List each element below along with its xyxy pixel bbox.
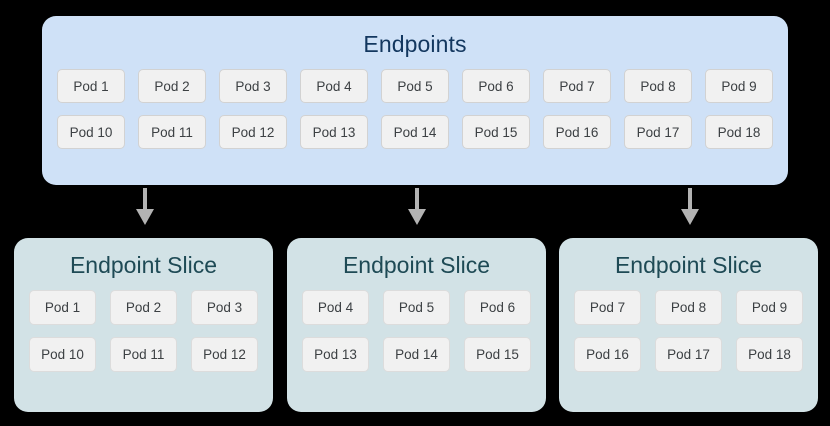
pod-chip[interactable]: Pod 1 <box>29 290 96 325</box>
endpoint-slice-title: Endpoint Slice <box>69 252 218 278</box>
pod-chip[interactable]: Pod 6 <box>462 69 530 103</box>
pod-chip[interactable]: Pod 11 <box>138 115 206 149</box>
pod-chip[interactable]: Pod 10 <box>29 337 96 372</box>
pod-chip[interactable]: Pod 3 <box>191 290 258 325</box>
pod-chip[interactable]: Pod 4 <box>302 290 369 325</box>
endpoints-pod-row: Pod 1 Pod 2 Pod 3 Pod 4 Pod 5 Pod 6 Pod … <box>42 69 788 103</box>
pod-chip[interactable]: Pod 8 <box>655 290 722 325</box>
pod-chip[interactable]: Pod 13 <box>302 337 369 372</box>
pod-chip[interactable]: Pod 10 <box>57 115 125 149</box>
endpoints-pod-row: Pod 10 Pod 11 Pod 12 Pod 13 Pod 14 Pod 1… <box>42 115 788 149</box>
endpoint-slice-title: Endpoint Slice <box>614 252 763 278</box>
pod-chip[interactable]: Pod 14 <box>383 337 450 372</box>
pod-chip[interactable]: Pod 15 <box>462 115 530 149</box>
endpoint-slice-pod-row: Pod 1 Pod 2 Pod 3 <box>14 290 273 325</box>
pod-chip[interactable]: Pod 16 <box>543 115 611 149</box>
endpoint-slice-pod-grid: Pod 1 Pod 2 Pod 3 Pod 10 Pod 11 Pod 12 <box>14 290 273 372</box>
endpoint-slice-pod-row: Pod 4 Pod 5 Pod 6 <box>287 290 546 325</box>
pod-chip[interactable]: Pod 12 <box>219 115 287 149</box>
endpoints-panel: Endpoints Pod 1 Pod 2 Pod 3 Pod 4 Pod 5 … <box>42 16 788 185</box>
endpoint-slice-pod-row: Pod 7 Pod 8 Pod 9 <box>559 290 818 325</box>
endpoint-slice-panel-2: Endpoint Slice Pod 4 Pod 5 Pod 6 Pod 13 … <box>287 238 546 412</box>
endpoints-pod-grid: Pod 1 Pod 2 Pod 3 Pod 4 Pod 5 Pod 6 Pod … <box>42 69 788 149</box>
endpoint-slice-title: Endpoint Slice <box>342 252 491 278</box>
pod-chip[interactable]: Pod 18 <box>705 115 773 149</box>
endpoint-slice-panel-3: Endpoint Slice Pod 7 Pod 8 Pod 9 Pod 16 … <box>559 238 818 412</box>
pod-chip[interactable]: Pod 12 <box>191 337 258 372</box>
pod-chip[interactable]: Pod 15 <box>464 337 531 372</box>
pod-chip[interactable]: Pod 8 <box>624 69 692 103</box>
pod-chip[interactable]: Pod 7 <box>543 69 611 103</box>
pod-chip[interactable]: Pod 9 <box>736 290 803 325</box>
pod-chip[interactable]: Pod 7 <box>574 290 641 325</box>
pod-chip[interactable]: Pod 4 <box>300 69 368 103</box>
endpoint-slice-pod-row: Pod 13 Pod 14 Pod 15 <box>287 337 546 372</box>
pod-chip[interactable]: Pod 17 <box>624 115 692 149</box>
pod-chip[interactable]: Pod 2 <box>110 290 177 325</box>
pod-chip[interactable]: Pod 6 <box>464 290 531 325</box>
endpoint-slice-pod-row: Pod 16 Pod 17 Pod 18 <box>559 337 818 372</box>
pod-chip[interactable]: Pod 5 <box>381 69 449 103</box>
pod-chip[interactable]: Pod 3 <box>219 69 287 103</box>
arrow-down-icon-1 <box>132 188 158 226</box>
pod-chip[interactable]: Pod 17 <box>655 337 722 372</box>
pod-chip[interactable]: Pod 1 <box>57 69 125 103</box>
pod-chip[interactable]: Pod 18 <box>736 337 803 372</box>
pod-chip[interactable]: Pod 9 <box>705 69 773 103</box>
pod-chip[interactable]: Pod 13 <box>300 115 368 149</box>
endpoint-slice-panel-1: Endpoint Slice Pod 1 Pod 2 Pod 3 Pod 10 … <box>14 238 273 412</box>
arrow-down-icon-2 <box>404 188 430 226</box>
endpoint-slice-pod-grid: Pod 7 Pod 8 Pod 9 Pod 16 Pod 17 Pod 18 <box>559 290 818 372</box>
pod-chip[interactable]: Pod 11 <box>110 337 177 372</box>
endpoints-title: Endpoints <box>363 31 467 57</box>
endpoint-slice-pod-row: Pod 10 Pod 11 Pod 12 <box>14 337 273 372</box>
pod-chip[interactable]: Pod 5 <box>383 290 450 325</box>
arrow-down-icon-3 <box>677 188 703 226</box>
pod-chip[interactable]: Pod 16 <box>574 337 641 372</box>
pod-chip[interactable]: Pod 2 <box>138 69 206 103</box>
pod-chip[interactable]: Pod 14 <box>381 115 449 149</box>
endpoint-slice-pod-grid: Pod 4 Pod 5 Pod 6 Pod 13 Pod 14 Pod 15 <box>287 290 546 372</box>
